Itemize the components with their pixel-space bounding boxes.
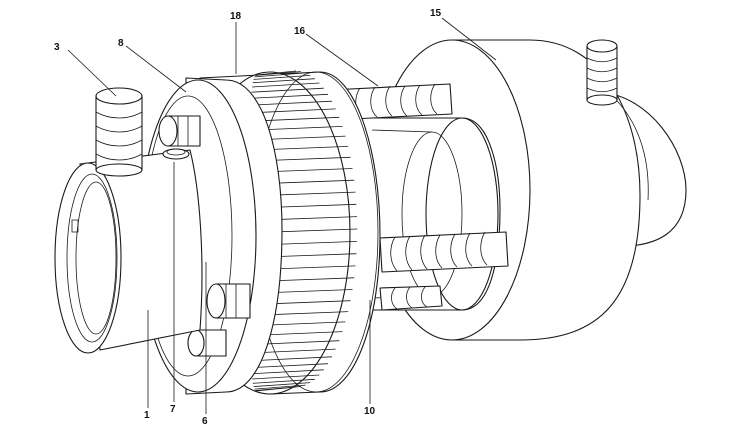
front-cylinder bbox=[54, 149, 203, 354]
pulley-tooth bbox=[255, 386, 297, 392]
inner-shaft bbox=[361, 117, 501, 311]
label-1: 1 bbox=[144, 410, 150, 421]
pulley-tooth bbox=[253, 382, 311, 387]
ring-washer bbox=[162, 148, 190, 160]
pulley-tooth bbox=[255, 71, 301, 76]
cylinder-fitting bbox=[95, 87, 143, 177]
flange-bolt-bottom bbox=[206, 283, 251, 319]
label-18: 18 bbox=[230, 11, 242, 22]
pulley-tooth bbox=[249, 108, 336, 114]
label-10: 10 bbox=[364, 406, 376, 417]
label-16: 16 bbox=[294, 26, 306, 37]
pulley-tooth bbox=[253, 75, 311, 80]
pulley-tooth bbox=[252, 378, 315, 384]
label-15: 15 bbox=[430, 8, 442, 19]
pulley-tooth bbox=[254, 72, 306, 78]
pulley-tooth bbox=[251, 369, 324, 375]
part-labels: 3 8 18 16 15 1 7 6 10 bbox=[54, 8, 442, 427]
pulley-tooth bbox=[254, 384, 306, 390]
pulley-tooth bbox=[249, 100, 333, 106]
pulley-tooth bbox=[250, 93, 329, 99]
pulley-tooth bbox=[255, 70, 297, 76]
label-7: 7 bbox=[170, 404, 176, 415]
pulley-tooth bbox=[252, 82, 320, 88]
pulley-tooth bbox=[252, 78, 315, 84]
label-3: 3 bbox=[54, 42, 60, 53]
threaded-rod-middle bbox=[379, 231, 509, 273]
label-8: 8 bbox=[118, 38, 124, 49]
pulley-tooth bbox=[252, 374, 320, 380]
pulley-tooth bbox=[250, 363, 329, 369]
flange-bolt-top bbox=[158, 115, 201, 147]
flange-bolt-lower bbox=[187, 329, 227, 357]
threaded-rod-bottom bbox=[379, 285, 443, 311]
label-6: 6 bbox=[202, 416, 208, 427]
leader-lines bbox=[67, 17, 497, 414]
housing-fitting bbox=[586, 39, 618, 106]
pulley-tooth bbox=[249, 356, 333, 362]
